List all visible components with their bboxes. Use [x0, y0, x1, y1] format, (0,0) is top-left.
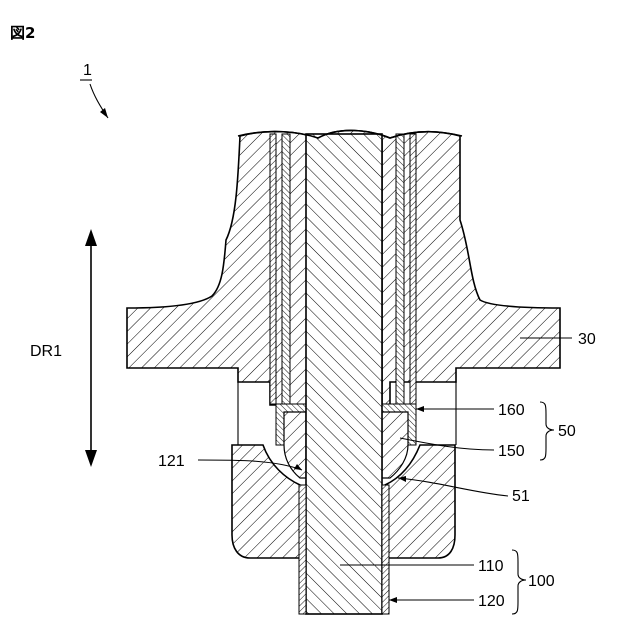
label-110: 110 — [478, 558, 504, 575]
brace-100 — [512, 550, 526, 614]
label-150: 150 — [498, 443, 525, 460]
leader-120-arrowhead — [389, 597, 397, 603]
label-30: 30 — [578, 331, 596, 348]
direction-arrow-down-head — [85, 450, 97, 467]
tube-layer-left-inner — [282, 134, 290, 404]
coating-120-right — [382, 485, 389, 614]
brace-50 — [540, 402, 554, 460]
direction-arrow-up-head — [85, 229, 97, 246]
conduit-110 — [306, 134, 382, 614]
ref-label-1: 1 — [83, 62, 92, 79]
label-51: 51 — [512, 488, 530, 505]
tube-layer-left-outer — [270, 134, 276, 404]
seal-body-150-right — [382, 412, 408, 478]
label-120: 120 — [478, 593, 505, 610]
ref-1-arrowhead — [100, 108, 108, 118]
coating-120-left — [299, 485, 306, 614]
tube-layer-right-inner — [396, 134, 404, 404]
label-100: 100 — [528, 573, 555, 590]
label-50: 50 — [558, 423, 576, 440]
figure-label: 図2 — [10, 24, 35, 42]
direction-label: DR1 — [30, 343, 62, 360]
tube-layer-right-outer — [410, 134, 416, 404]
label-160: 160 — [498, 402, 525, 419]
leader-160-arrowhead — [416, 406, 424, 412]
label-121: 121 — [158, 453, 185, 470]
